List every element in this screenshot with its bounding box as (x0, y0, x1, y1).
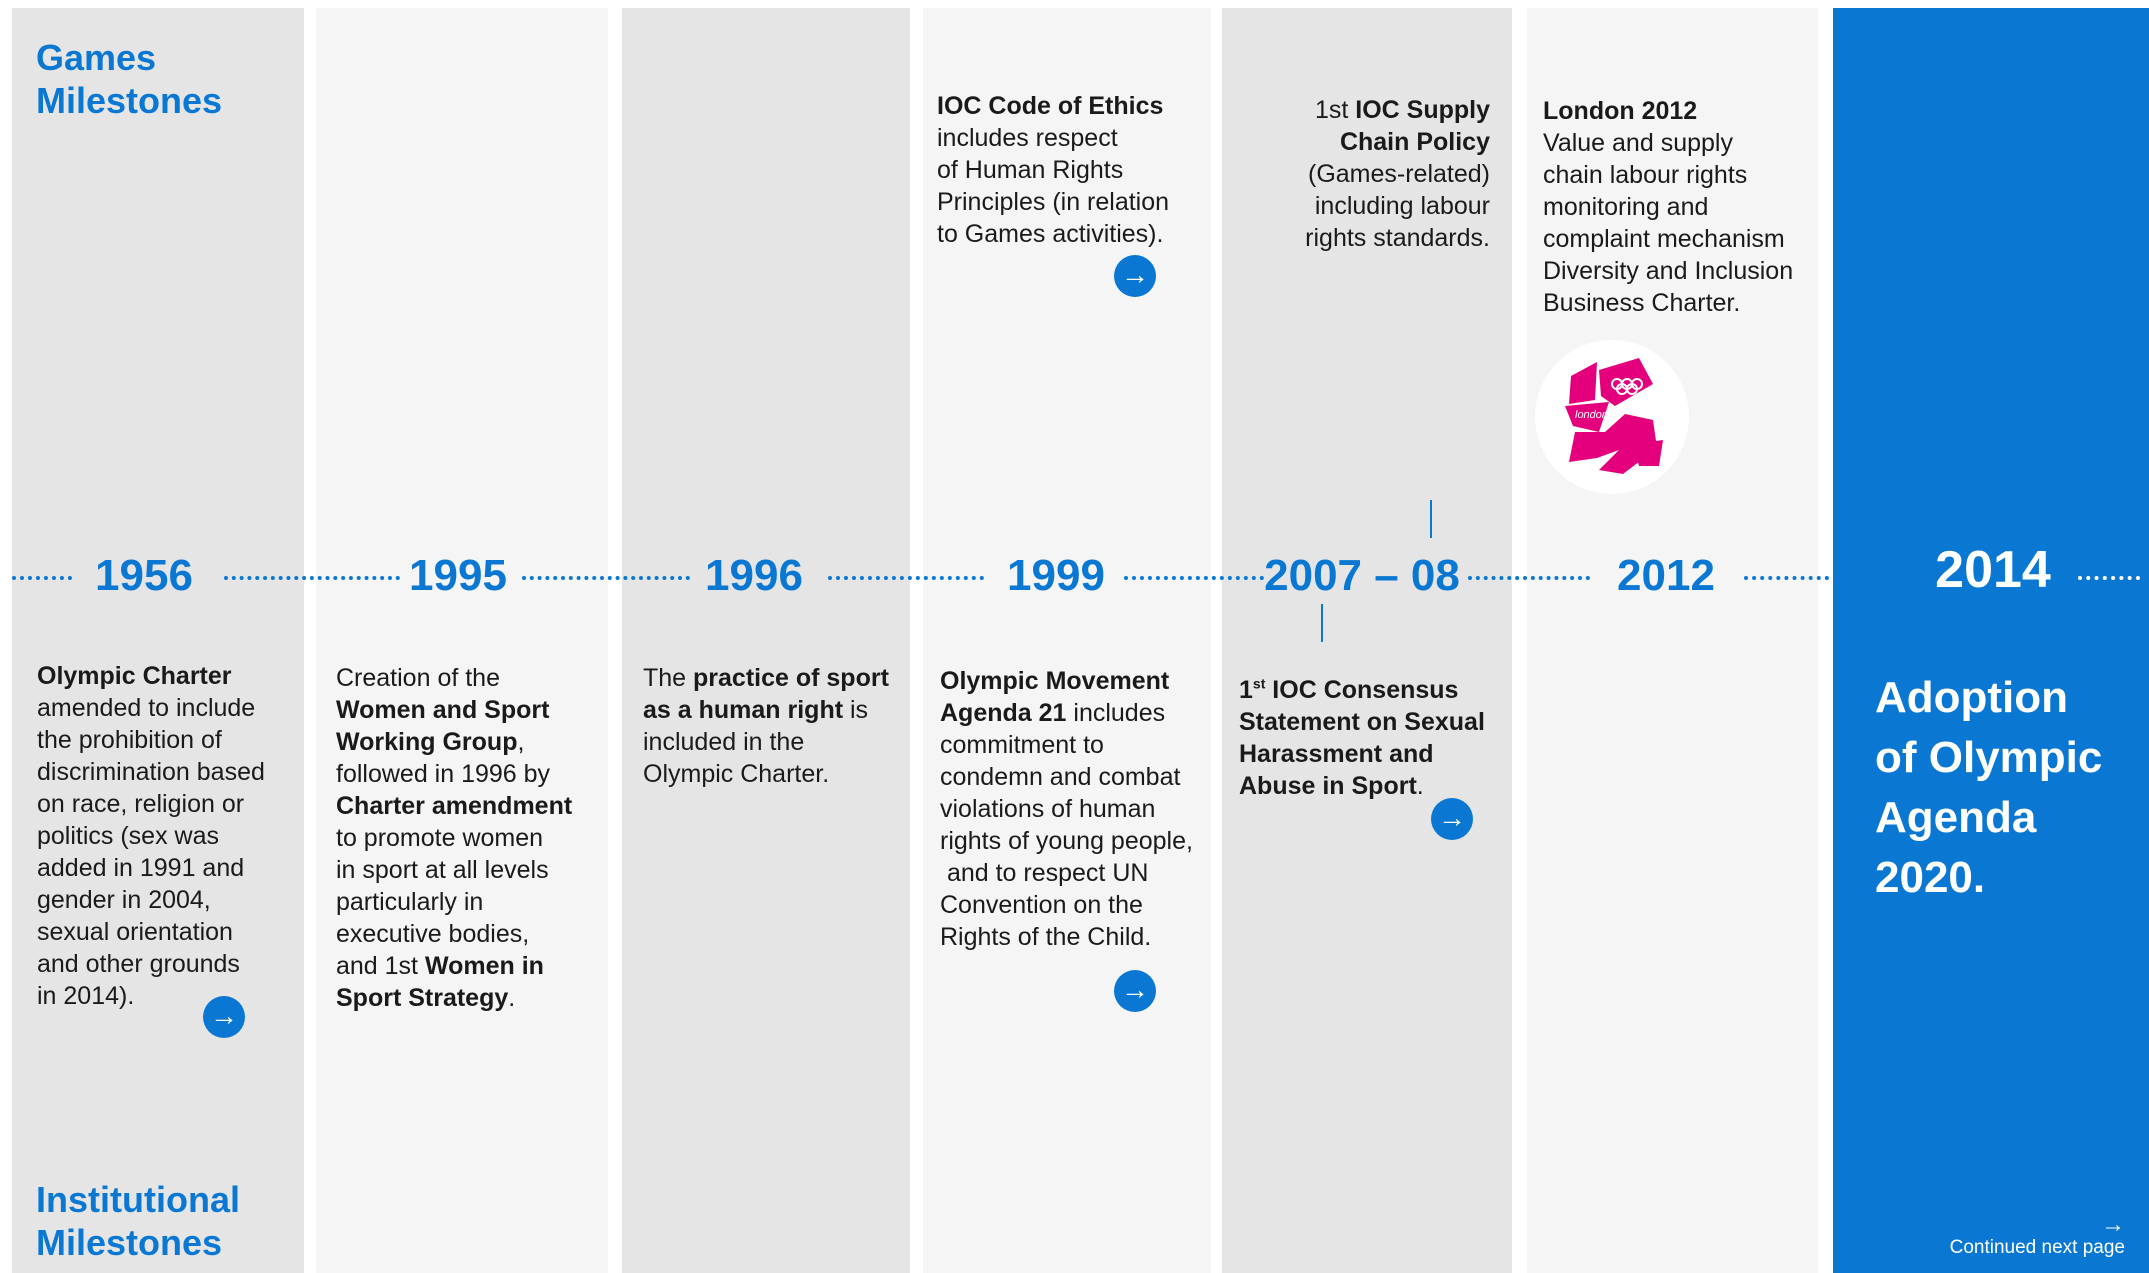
london-2012-logo: london (1535, 340, 1689, 494)
milestone-1999-text: Olympic Movement Agenda 21 includes comm… (940, 667, 1193, 951)
london-2012-logo-graphic: london (1565, 358, 1663, 474)
milestone-1956-text: Olympic Charter amended to include the p… (37, 662, 265, 1010)
column-1956 (12, 8, 304, 1273)
milestone-2007-text: 1st IOC Consensus Statement on Sexual Ha… (1239, 676, 1485, 801)
year-2012: 2012 (1617, 551, 1715, 600)
timeline-dots (2078, 576, 2140, 580)
arrow-right-icon[interactable]: → (1114, 970, 1156, 1012)
games-milestones-label: Games Milestones (36, 37, 223, 121)
svg-text:london: london (1575, 409, 1608, 421)
agenda-2020-adoption: Adoption of Olympic Agenda 2020. (1875, 673, 2103, 902)
arrow-right-icon[interactable]: → (1114, 255, 1156, 297)
timeline-dots (224, 576, 400, 580)
column-1999 (923, 8, 1211, 1273)
code-of-ethics-text: IOC Code of Ethics includes respect of H… (937, 92, 1170, 248)
year-1999: 1999 (1007, 551, 1105, 600)
column-1996 (622, 8, 910, 1273)
column-2014 (1833, 8, 2149, 1273)
continued-next-page-link[interactable]: → Continued next page (1949, 1211, 2125, 1260)
milestone-1995-text: Creation of the Women and Sport Working … (336, 664, 573, 1012)
connector-line-institutional (1321, 604, 1323, 642)
year-1996: 1996 (705, 551, 803, 600)
supply-chain-text: 1st IOC Supply Chain Policy (Games-relat… (1305, 96, 1490, 252)
year-1956: 1956 (95, 551, 193, 600)
connector-line-games (1430, 500, 1432, 538)
continued-label: Continued next page (1949, 1237, 2125, 1258)
timeline-dots (1468, 576, 1590, 580)
year-2007-08: 2007 – 08 (1264, 551, 1460, 600)
column-1995 (316, 8, 608, 1273)
arrow-right-icon[interactable]: → (1431, 798, 1473, 840)
year-1995: 1995 (409, 551, 507, 600)
arrow-right-icon[interactable]: → (203, 996, 245, 1038)
arrow-right-icon: → (2101, 1211, 2125, 1238)
london-2012-text: London 2012 Value and supply chain labou… (1543, 97, 1794, 317)
timeline-dots (522, 576, 690, 580)
timeline-dots (1744, 576, 1918, 580)
year-2014: 2014 (1935, 541, 2051, 599)
column-2007 (1222, 8, 1512, 1273)
timeline-dots (1124, 576, 1264, 580)
institutional-milestones-label: Institutional Milestones (36, 1179, 240, 1263)
timeline-dots (12, 576, 72, 580)
column-2012 (1527, 8, 1818, 1273)
milestone-1996-text: The practice of sport as a human right i… (643, 664, 889, 788)
timeline-dots (828, 576, 984, 580)
